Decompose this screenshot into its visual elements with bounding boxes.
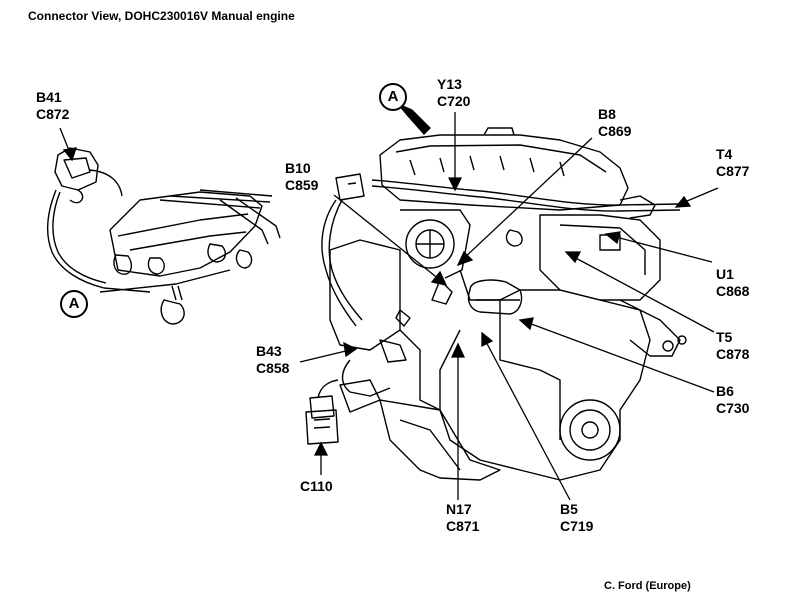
location-code: B6: [716, 383, 734, 399]
y13-arrowhead: [447, 177, 463, 192]
location-code: U1: [716, 266, 734, 282]
u1-arrowhead: [604, 231, 621, 245]
inset-detail-drawing: [47, 147, 281, 325]
b5-arrowhead: [481, 331, 494, 348]
b41-arrowhead: [62, 147, 77, 162]
label-b6: B6 C730: [716, 383, 749, 417]
label-c110: C110: [300, 478, 333, 495]
label-b41: B41 C872: [36, 89, 69, 123]
label-u1: U1 C868: [716, 266, 749, 300]
c110-arrowhead: [313, 441, 329, 456]
connector-code: C730: [716, 400, 750, 416]
label-b10: B10 C859: [285, 160, 318, 194]
n17-arrowhead: [450, 342, 466, 358]
b6-arrowhead: [518, 317, 534, 331]
label-y13: Y13 C720: [437, 76, 470, 110]
location-code: T4: [716, 146, 733, 162]
label-n17: N17 C871: [446, 501, 479, 535]
connector-code: C871: [446, 518, 480, 534]
b8-arrowhead: [456, 250, 474, 267]
connector-code: C868: [716, 283, 750, 299]
connector-code: C872: [36, 106, 70, 122]
main-engine-drawing: [305, 127, 687, 481]
view-callout-inset: A: [60, 290, 88, 318]
connector-code: C877: [716, 163, 750, 179]
b43-arrowhead: [343, 341, 358, 358]
label-b5: B5 C719: [560, 501, 593, 535]
connector-code: C869: [598, 123, 632, 139]
b10-arrowhead: [430, 270, 448, 286]
location-code: B43: [256, 343, 282, 359]
connector-code: C719: [560, 518, 594, 534]
label-t4: T4 C877: [716, 146, 749, 180]
location-code: B10: [285, 160, 311, 176]
connector-code: C859: [285, 177, 319, 193]
location-code: B41: [36, 89, 62, 105]
label-t5: T5 C878: [716, 329, 749, 363]
view-direction-arrow: [397, 103, 431, 135]
label-b8: B8 C869: [598, 106, 631, 140]
location-code: B5: [560, 501, 578, 517]
copyright-credit: C. Ford (Europe): [604, 580, 691, 592]
location-code: B8: [598, 106, 616, 122]
location-code: Y13: [437, 76, 462, 92]
label-b43: B43 C858: [256, 343, 289, 377]
location-code: N17: [446, 501, 472, 517]
diagram-title: Connector View, DOHC230016V Manual engin…: [28, 9, 295, 23]
leader-lines: [59, 103, 719, 501]
location-code: T5: [716, 329, 733, 345]
connector-code: C720: [437, 93, 471, 109]
connector-code: C110: [300, 478, 333, 494]
connector-code: C858: [256, 360, 290, 376]
connector-code: C878: [716, 346, 750, 362]
view-callout-main: A: [379, 83, 407, 111]
t5-arrowhead: [564, 251, 582, 264]
t4-arrowhead: [674, 195, 692, 208]
